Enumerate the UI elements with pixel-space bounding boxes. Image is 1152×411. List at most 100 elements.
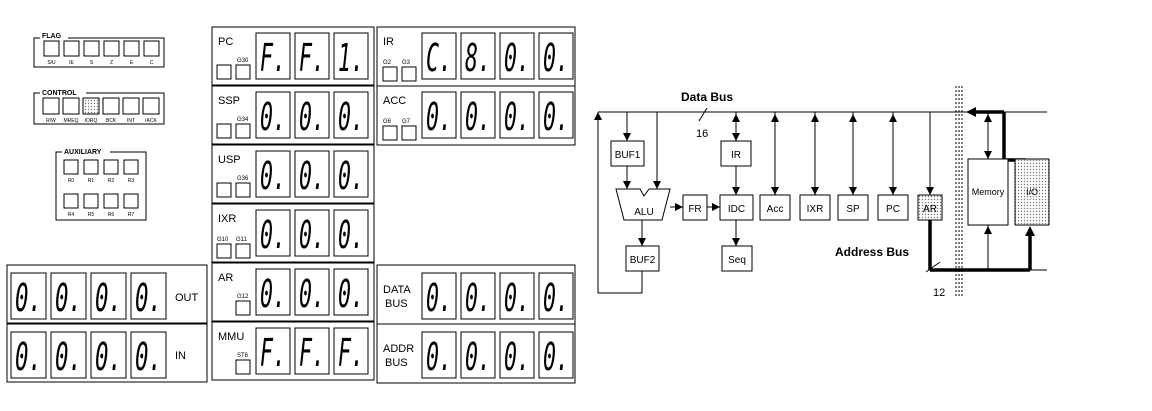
register-digit: F. xyxy=(333,327,369,375)
control-led-3[interactable] xyxy=(102,97,120,115)
gate-led-b[interactable] xyxy=(401,66,417,82)
control-bit-label: R/W xyxy=(46,118,56,124)
gate-led-a[interactable] xyxy=(216,243,232,259)
register-digit-value: F. xyxy=(260,331,286,375)
block-alu-label: ALU xyxy=(634,207,653,218)
register-digit: F. xyxy=(255,327,291,375)
control-led-2[interactable] xyxy=(82,97,100,115)
control-led-4[interactable] xyxy=(122,97,140,115)
cpu-block-diagram: BUF1 IR ALU FR IDC Acc IXR SP xyxy=(594,86,1050,299)
register-digit-value: 0. xyxy=(338,213,364,257)
block-ir: IR xyxy=(720,140,752,167)
aux-bit-label: R2 xyxy=(108,178,115,184)
flag-led-3[interactable] xyxy=(103,40,120,57)
bus-name-line1: ADDR xyxy=(383,343,414,355)
gate-led-b[interactable] xyxy=(235,182,251,198)
bus-digit: 0. xyxy=(499,272,535,320)
gate-led-a[interactable] xyxy=(382,125,398,141)
gate-label: ST6 xyxy=(237,353,249,359)
io-digit-value: 0. xyxy=(15,276,42,320)
block-pc: PC xyxy=(877,194,909,221)
control-bit-label: MREQ xyxy=(64,118,79,124)
register-name: USP xyxy=(218,154,241,166)
gate-led-a[interactable] xyxy=(216,64,232,80)
bus-digit-value: 0. xyxy=(543,276,569,320)
io-digit: 0. xyxy=(10,331,47,379)
aux-led-2[interactable] xyxy=(103,159,119,175)
gate-led-b[interactable] xyxy=(235,64,251,80)
gate-led-a[interactable] xyxy=(382,66,398,82)
aux-led-0[interactable] xyxy=(63,159,79,175)
register-digit: 0. xyxy=(499,32,535,80)
flag-led-2[interactable] xyxy=(83,40,100,57)
aux-led-5[interactable] xyxy=(83,193,99,209)
aux-led-6[interactable] xyxy=(103,193,119,209)
register-digit: 0. xyxy=(538,32,574,80)
gate-label: G10 xyxy=(217,237,229,243)
register-digit-value: 0. xyxy=(260,272,286,316)
block-ixr-label: IXR xyxy=(807,204,824,215)
gate-led-a[interactable] xyxy=(216,123,232,139)
block-pc-label: PC xyxy=(886,204,900,215)
block-buf2-label: BUF2 xyxy=(630,255,656,266)
register-digit-value: 0. xyxy=(260,95,286,139)
register-digit-value: 0. xyxy=(260,213,286,257)
flag-led-4[interactable] xyxy=(123,40,140,57)
block-buf2: BUF2 xyxy=(625,245,660,272)
gate-led-b[interactable] xyxy=(235,300,251,316)
register-name: IR xyxy=(383,36,394,48)
register-digit: F. xyxy=(255,32,291,80)
register-digit: 0. xyxy=(294,150,330,198)
io-digit-value: 0. xyxy=(135,276,162,320)
register-digit-value: 0. xyxy=(504,95,530,139)
register-digit: 0. xyxy=(499,91,535,139)
flag-led-5[interactable] xyxy=(143,40,160,57)
aux-led-1[interactable] xyxy=(83,159,99,175)
gate-led-b[interactable] xyxy=(235,243,251,259)
register-digit-value: 0. xyxy=(338,95,364,139)
block-seq-label: Seq xyxy=(728,255,746,266)
register-name: SSP xyxy=(218,95,240,107)
block-buf1-label: BUF1 xyxy=(615,150,641,161)
register-digit: C. xyxy=(421,32,457,80)
flag-bit-label: IE xyxy=(69,60,74,66)
gate-led-b[interactable] xyxy=(235,359,251,375)
io-digit-value: 0. xyxy=(95,335,122,379)
io-digit: 0. xyxy=(90,331,127,379)
register-digit-value: 0. xyxy=(504,36,530,80)
control-led-0[interactable] xyxy=(42,97,60,115)
gate-led-b[interactable] xyxy=(401,125,417,141)
aux-led-7[interactable] xyxy=(123,193,139,209)
bus-digit-value: 0. xyxy=(465,335,491,379)
bus-digit: 0. xyxy=(460,272,496,320)
flag-bit-label: Z xyxy=(110,60,113,66)
bus-digit: 0. xyxy=(460,331,496,379)
register-digit: 0. xyxy=(460,91,496,139)
gate-led-a[interactable] xyxy=(216,182,232,198)
block-acc: Acc xyxy=(759,194,791,221)
aux-led-3[interactable] xyxy=(123,159,139,175)
register-digit: 0. xyxy=(421,91,457,139)
gate-led-b[interactable] xyxy=(235,123,251,139)
flag-led-1[interactable] xyxy=(63,40,80,57)
block-memory: Memory xyxy=(967,158,1009,226)
control-led-5[interactable] xyxy=(142,97,160,115)
aux-led-4[interactable] xyxy=(63,193,79,209)
control-led-1[interactable] xyxy=(62,97,80,115)
block-sp-label: SP xyxy=(846,204,860,215)
aux-bit-label: R3 xyxy=(128,178,135,184)
block-acc-label: Acc xyxy=(767,204,784,215)
register-name: ACC xyxy=(383,95,406,107)
control-bit-label: BCK xyxy=(106,118,117,124)
block-fr: FR xyxy=(682,194,708,221)
register-digit-value: 0. xyxy=(299,272,325,316)
flag-led-0[interactable] xyxy=(43,40,60,57)
control-group-title: CONTROL xyxy=(42,90,77,97)
